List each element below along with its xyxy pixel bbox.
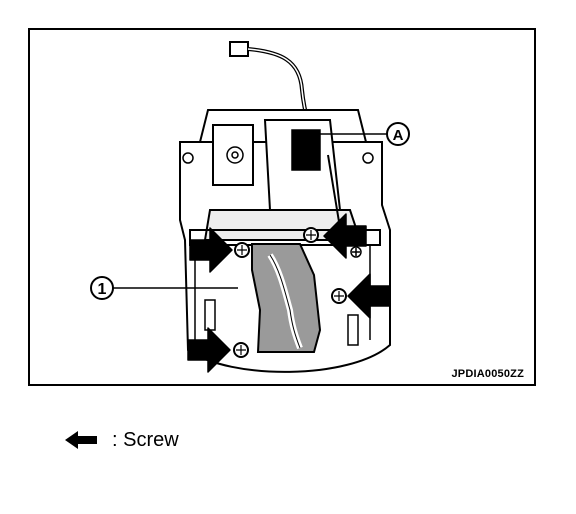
screw-lower-left	[233, 342, 249, 358]
screw-upper-right	[303, 227, 319, 243]
screw-arrow-icon	[65, 431, 97, 449]
screw-right	[331, 288, 347, 304]
arrow-lower-left	[187, 327, 231, 373]
shift-lever-assembly-illustration: 1 A	[90, 41, 410, 373]
legend-text: : Screw	[112, 428, 179, 451]
screw-arrows	[187, 213, 391, 373]
screws	[233, 227, 347, 358]
callout-a-label: A	[393, 127, 404, 144]
callout-1: 1	[90, 276, 238, 300]
arrow-upper-left	[189, 227, 233, 273]
figure-id: JPDIA0050ZZ	[451, 368, 524, 380]
legend: : Screw	[64, 426, 179, 454]
screw-upper-left	[234, 242, 250, 258]
callout-a: A	[320, 122, 410, 146]
callout-1-label: 1	[98, 281, 107, 298]
arrow-right	[347, 273, 391, 319]
figure-frame: 1 A JPDIA0050ZZ	[28, 28, 536, 386]
shift-gate	[251, 243, 322, 353]
arrow-upper-right	[323, 213, 367, 259]
